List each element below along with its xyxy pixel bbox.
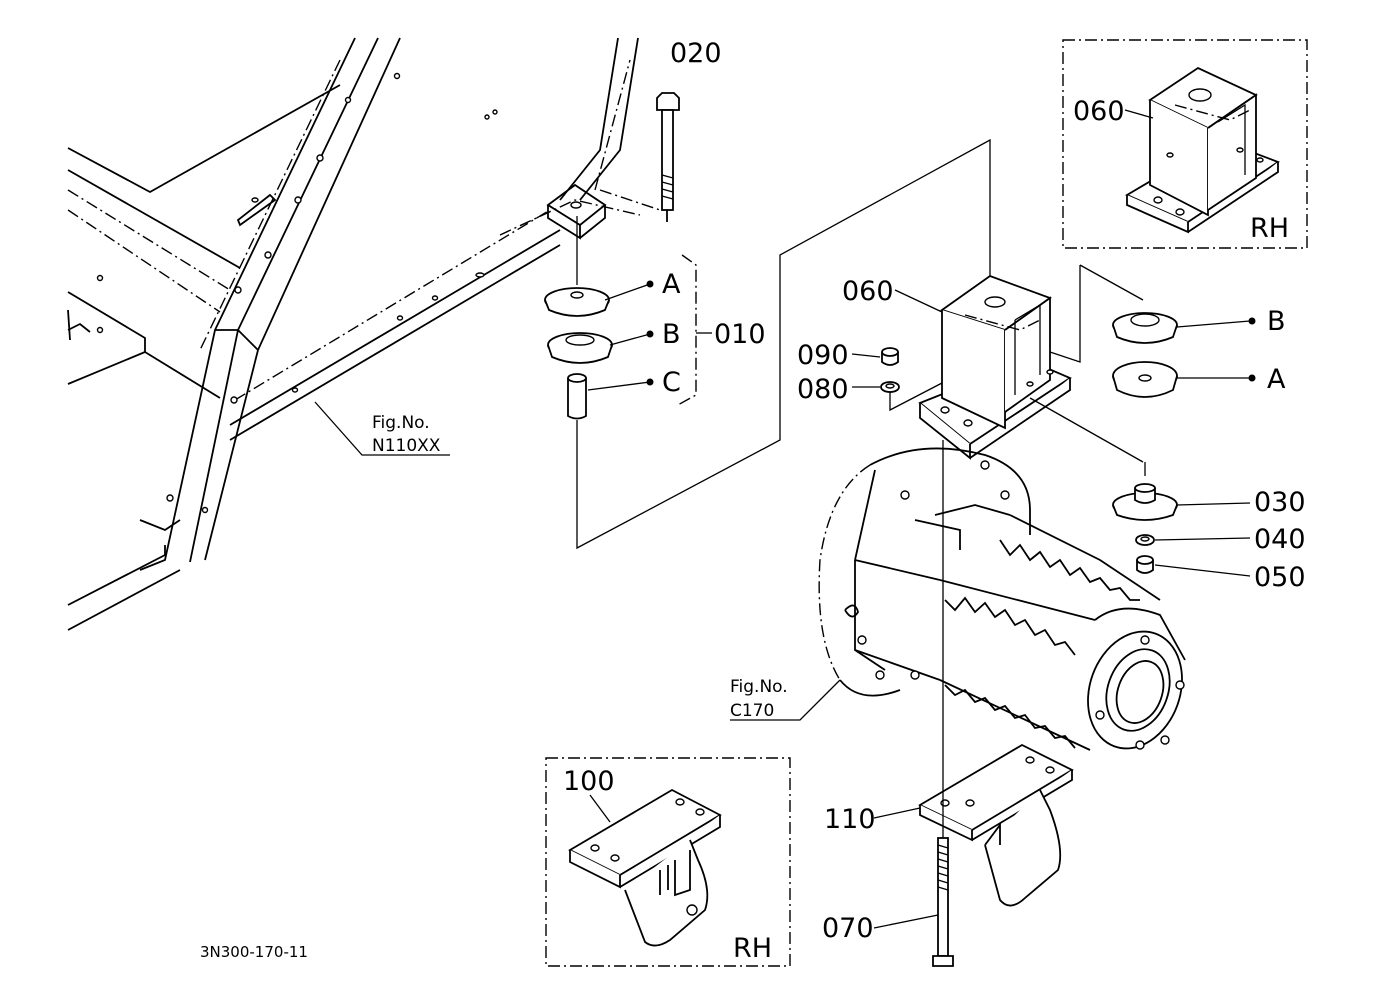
bracket-060-rh: [1125, 66, 1280, 234]
axle-housing: [818, 447, 1186, 751]
mount-a-right: [1112, 361, 1178, 398]
mount-b-right: [1112, 312, 1178, 344]
label-c-left: C: [662, 367, 681, 398]
mount-b-left: [547, 332, 613, 364]
label-b-left: B: [662, 319, 681, 350]
label-a-right: A: [1267, 364, 1286, 395]
label-070: 070: [822, 913, 874, 944]
drawing-code: 3N300-170-11: [200, 943, 308, 961]
nut-090: [881, 347, 899, 366]
spacer-c-left: [567, 373, 587, 420]
nut-050: [1136, 555, 1154, 574]
mount-a-left: [544, 287, 610, 317]
fig-ref-n110-line1: Fig.No.: [372, 413, 430, 433]
fig-ref-c170-line2: C170: [730, 701, 774, 721]
label-060: 060: [842, 276, 894, 307]
bracket-060: [918, 274, 1072, 460]
label-b-right: B: [1267, 306, 1286, 337]
washer-040: [1135, 534, 1155, 546]
label-060-rh: 060: [1073, 96, 1125, 127]
label-080: 080: [797, 374, 849, 405]
label-110: 110: [824, 804, 876, 835]
bracket-110: [918, 743, 1074, 907]
washer-080: [880, 381, 900, 393]
label-100: 100: [563, 766, 615, 797]
label-030: 030: [1254, 487, 1306, 518]
bracket-100-rh: [568, 788, 722, 947]
bolt-070: [932, 837, 954, 967]
label-020: 020: [670, 38, 722, 69]
fig-ref-c170-line1: Fig.No.: [730, 677, 788, 697]
label-rh-top: RH: [1250, 213, 1289, 244]
label-rh-bottom: RH: [733, 933, 772, 964]
label-a-left: A: [662, 269, 681, 300]
rh-inset-bottom: [545, 757, 791, 967]
label-050: 050: [1254, 562, 1306, 593]
label-090: 090: [797, 340, 849, 371]
label-040: 040: [1254, 524, 1306, 555]
frame-assembly: [67, 37, 661, 631]
fig-ref-n110-line2: N110XX: [372, 436, 441, 456]
mount-030: [1112, 483, 1178, 521]
rh-inset-top: [1062, 39, 1308, 249]
bolt-020: [656, 92, 680, 222]
label-010: 010: [714, 319, 766, 350]
